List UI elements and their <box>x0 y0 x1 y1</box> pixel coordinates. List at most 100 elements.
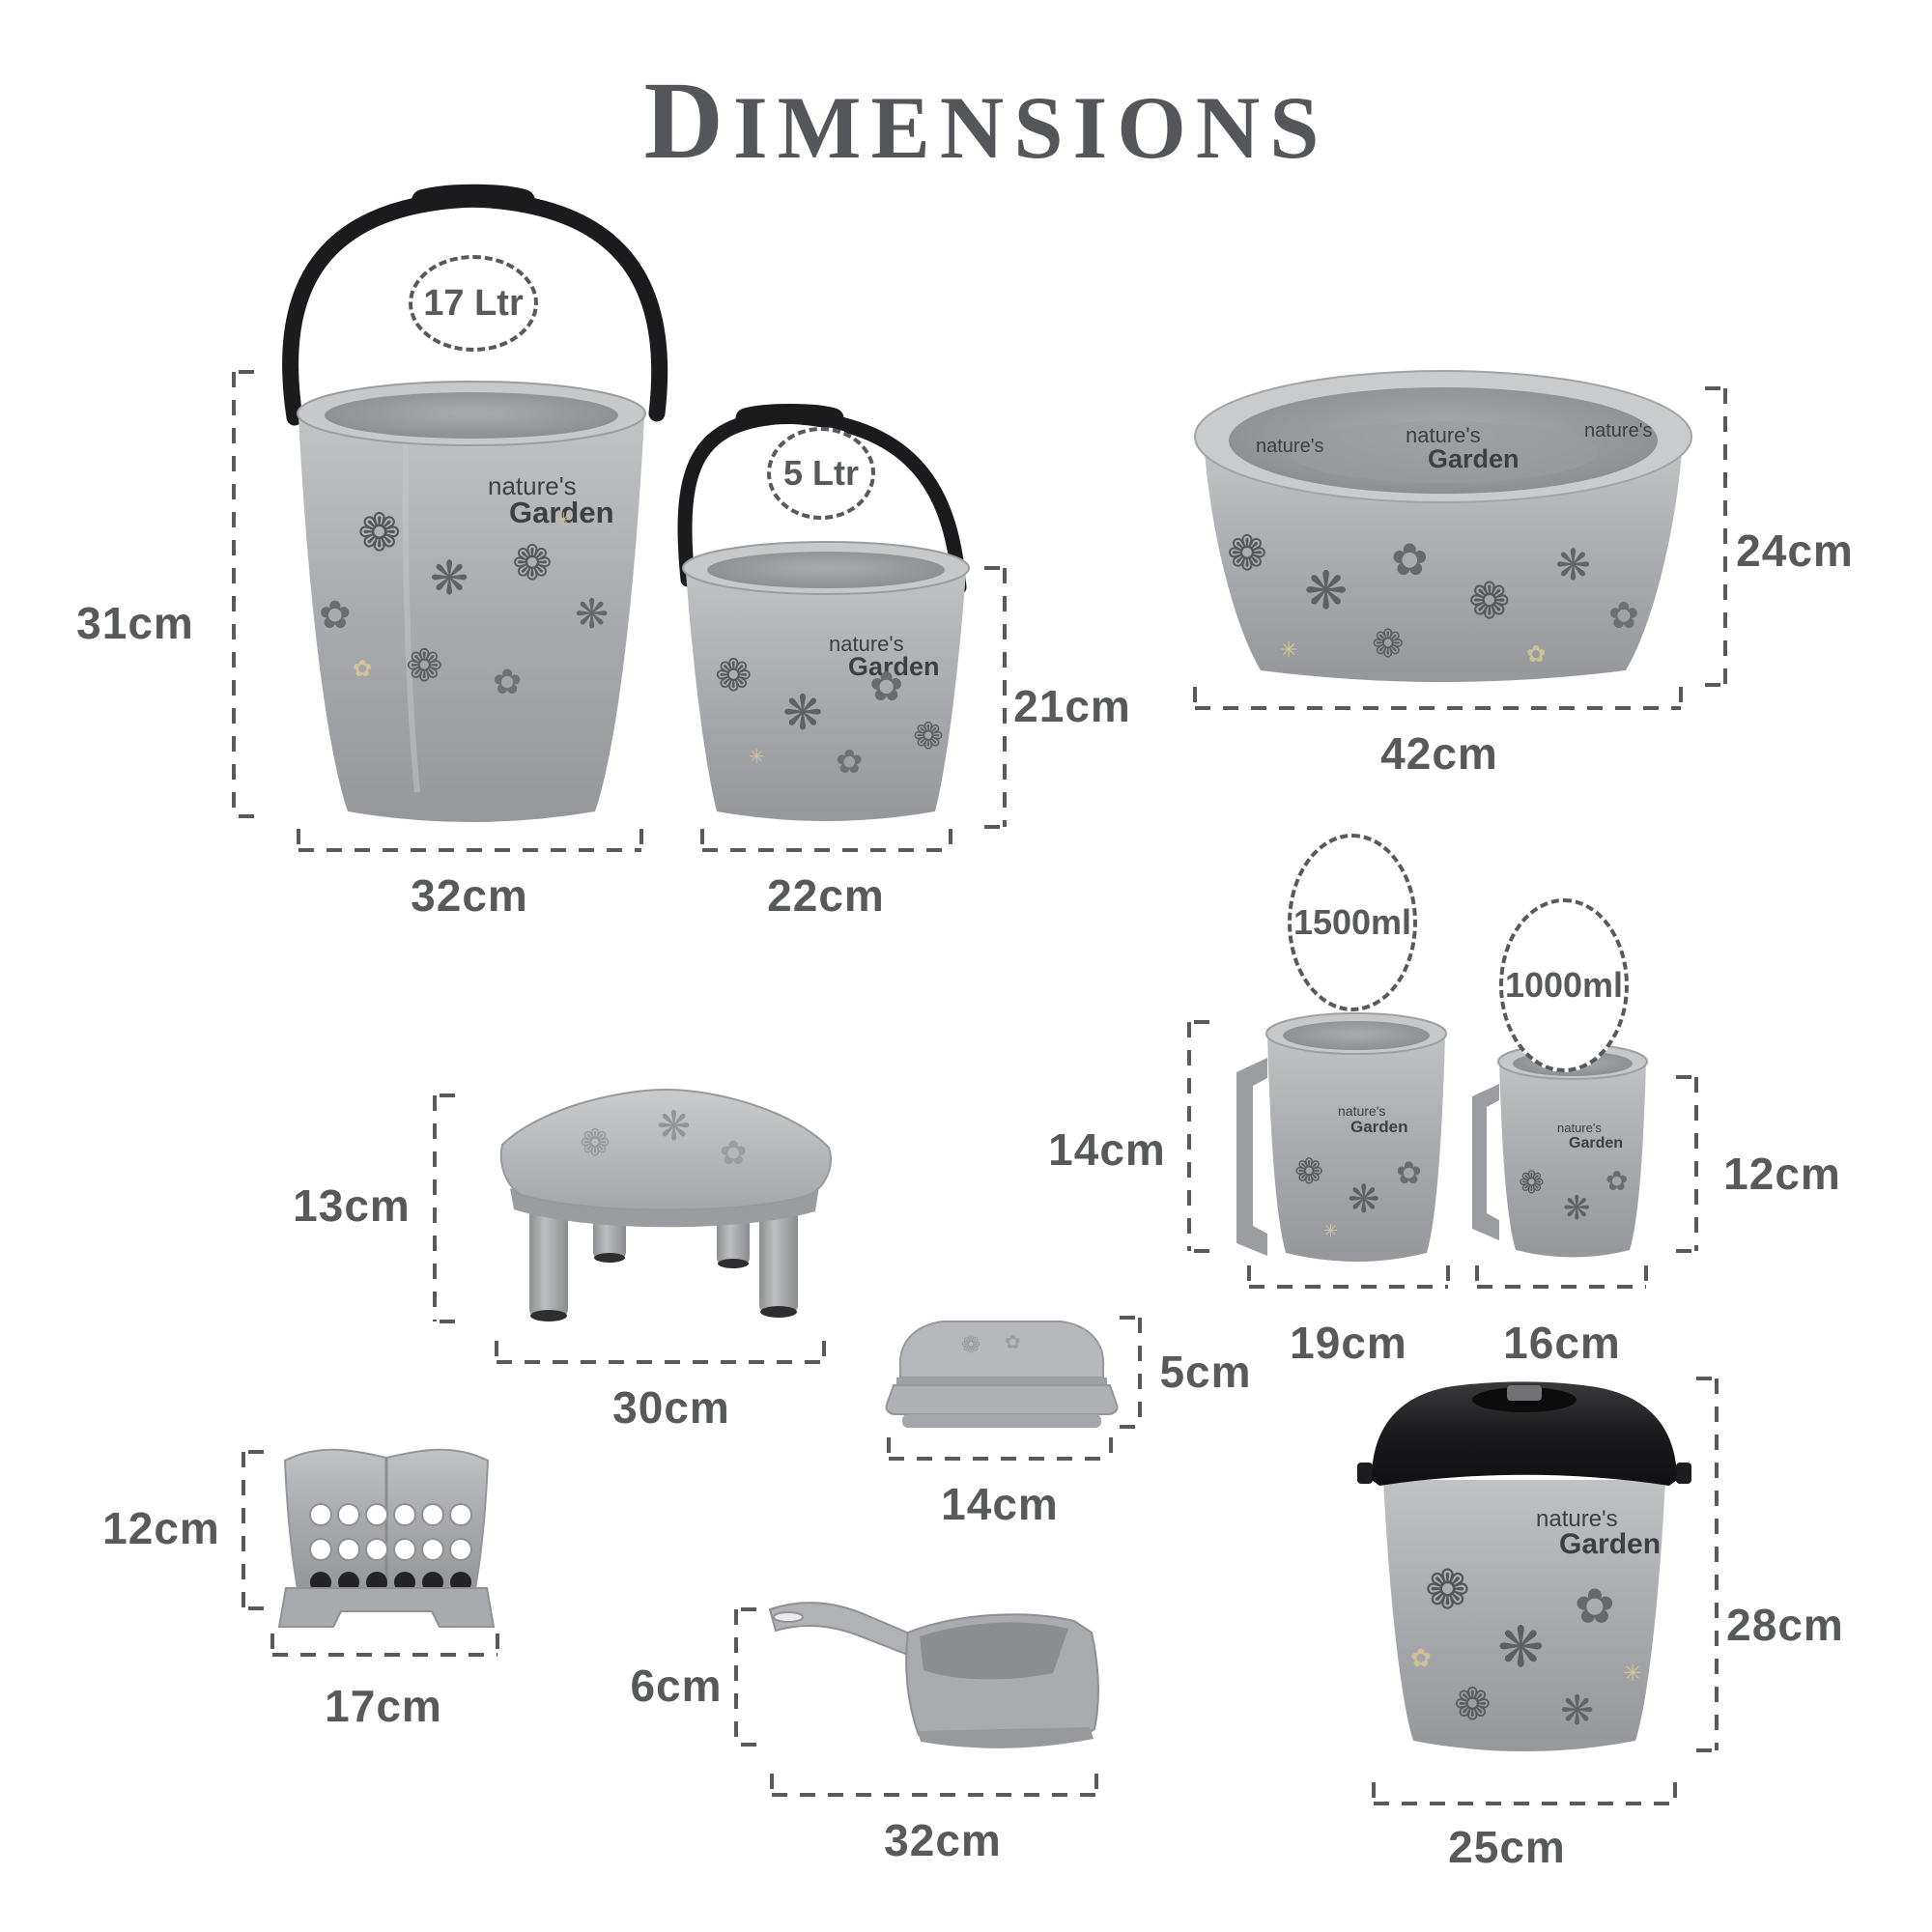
mug-1500-height-line <box>1187 1020 1209 1253</box>
flower-icon: ❋ <box>1304 560 1348 621</box>
holder-base <box>277 1587 496 1628</box>
brand-text: nature's <box>1406 423 1481 447</box>
stool-foot <box>530 1310 567 1321</box>
mug-1000-width-line <box>1475 1265 1648 1289</box>
mug-1500-width-line <box>1247 1265 1450 1289</box>
mug-1500-width-label: 19cm <box>1290 1318 1407 1368</box>
capacity-text: 5 Ltr <box>782 453 859 493</box>
brand-text: nature's <box>1584 420 1653 441</box>
flower-icon: ❁ <box>1454 1678 1492 1730</box>
mug-1500-illustration: nature's Garden ❁ ❋ ✿ ✳ <box>1236 1012 1447 1262</box>
stool-width-label: 30cm <box>612 1382 730 1433</box>
dustbin-height-label: 28cm <box>1726 1600 1844 1650</box>
flower-icon: ❋ <box>657 1102 691 1150</box>
stool-foot <box>594 1253 625 1263</box>
soap-dish-foot <box>902 1414 1101 1428</box>
holder-illustration <box>277 1448 496 1628</box>
bucket-5l-height-label: 21cm <box>1013 681 1131 731</box>
flower-icon: ❁ <box>512 535 553 591</box>
dustbin-height-line <box>1696 1377 1719 1752</box>
holder-holes-row2 <box>309 1538 472 1561</box>
mug-1500-body <box>1267 1036 1445 1262</box>
holder-width-label: 17cm <box>325 1681 442 1731</box>
flower-icon: ✿ <box>869 663 903 710</box>
soap-dish-height-line <box>1120 1316 1142 1429</box>
flower-icon: ❋ <box>1555 541 1591 590</box>
soap-dish-illustration: ❁ ✿ <box>885 1321 1119 1428</box>
flower-icon: ❁ <box>1227 526 1267 582</box>
flower-icon: ✿ <box>720 1134 748 1173</box>
dustpan-width-label: 32cm <box>884 1815 1002 1865</box>
mug-1000-width-label: 16cm <box>1503 1318 1621 1368</box>
stool-width-line <box>495 1341 826 1364</box>
brand-text: Garden <box>1428 444 1520 473</box>
mug-1500-height-label: 14cm <box>1048 1124 1166 1175</box>
flower-icon: ✿ <box>1605 1165 1628 1197</box>
flower-icon: ❁ <box>1468 573 1511 631</box>
tub-floor <box>1289 421 1598 483</box>
holder-holes-row1 <box>309 1503 472 1526</box>
bucket-17l-width-line <box>297 829 643 852</box>
stool-foot <box>718 1259 749 1268</box>
bucket-17l-height-line <box>232 370 254 818</box>
soap-dish-height-label: 5cm <box>1159 1347 1252 1397</box>
mug-1000-height-label: 12cm <box>1723 1149 1841 1199</box>
flower-icon: ❁ <box>580 1122 611 1164</box>
dustpan-hang-slot <box>773 1611 804 1623</box>
dustpan-illustration <box>768 1602 1099 1748</box>
holder-height-label: 12cm <box>102 1503 220 1553</box>
bucket-17l-highlight <box>402 434 420 793</box>
mug-1000-illustration: nature's Garden ❁ ❋ ✿ <box>1472 1043 1648 1258</box>
bucket-5l-body <box>686 572 966 821</box>
tub-height-line <box>1705 386 1727 687</box>
dustbin-lid-latch <box>1507 1385 1542 1401</box>
dustbin-body <box>1383 1480 1665 1751</box>
flower-icon: ❋ <box>575 590 609 638</box>
capacity-text: 1500ml <box>1293 902 1412 942</box>
flower-accent-icon: ✿ <box>1410 1644 1432 1673</box>
dustpan-scoop-inner <box>920 1622 1068 1680</box>
bucket-5l-height-line <box>984 566 1007 829</box>
brand-text: nature's <box>1256 436 1324 457</box>
mug-1000-height-line <box>1676 1075 1698 1253</box>
bucket-5l-illustration: nature's Garden ❁ ❋ ✿ ❁ ✿ ✳ <box>677 404 970 821</box>
capacity-text: 17 Ltr <box>423 282 524 324</box>
bucket-5l-handle-grip <box>735 404 844 429</box>
bucket-5l-width-label: 22cm <box>767 870 885 921</box>
flower-icon: ❋ <box>782 685 823 741</box>
flower-icon: ✿ <box>493 663 522 702</box>
flower-accent-icon: ✳ <box>1623 1660 1642 1687</box>
mug-1500-handle <box>1236 1058 1267 1256</box>
bucket-17l-rim-inner <box>325 392 618 439</box>
flower-icon: ✿ <box>319 593 352 638</box>
capacity-text: 1000ml <box>1504 965 1624 1005</box>
mug-1000-body <box>1499 1063 1646 1258</box>
tub-body <box>1205 452 1682 682</box>
bucket-17l-capacity-badge: 17 Ltr <box>409 255 538 352</box>
page-title: DIMENSIONS <box>643 59 1329 182</box>
dustpan-handle <box>768 1602 927 1661</box>
flower-icon: ❁ <box>961 1331 980 1358</box>
flower-icon: ❋ <box>1563 1189 1591 1228</box>
flower-icon: ✿ <box>1005 1330 1021 1353</box>
dustbin-lid <box>1372 1381 1677 1486</box>
brand-text: Garden <box>509 496 614 529</box>
brand-text: Garden <box>1559 1528 1661 1560</box>
brand-text: Garden <box>848 652 940 681</box>
flower-icon: ❁ <box>913 715 944 757</box>
soap-dish-seam <box>896 1378 1107 1385</box>
flower-icon: ❁ <box>1372 622 1405 667</box>
stool-leg <box>529 1190 568 1318</box>
dustbin-lid-tab <box>1676 1463 1691 1484</box>
dustbin-illustration: nature's Garden ❁ ❋ ✿ ❁ ❋ ✳ ✿ <box>1357 1381 1691 1751</box>
flower-icon: ❋ <box>1560 1687 1594 1734</box>
flower-icon: ❁ <box>1294 1152 1323 1192</box>
dustpan-width-line <box>770 1774 1098 1797</box>
flower-icon: ❁ <box>715 649 753 701</box>
dustbin-width-line <box>1372 1782 1677 1805</box>
flower-icon: ✿ <box>1575 1578 1615 1634</box>
flower-icon: ❋ <box>1497 1614 1545 1680</box>
dustpan-lip <box>918 1727 1094 1748</box>
stool-seat-skirt <box>510 1186 819 1228</box>
